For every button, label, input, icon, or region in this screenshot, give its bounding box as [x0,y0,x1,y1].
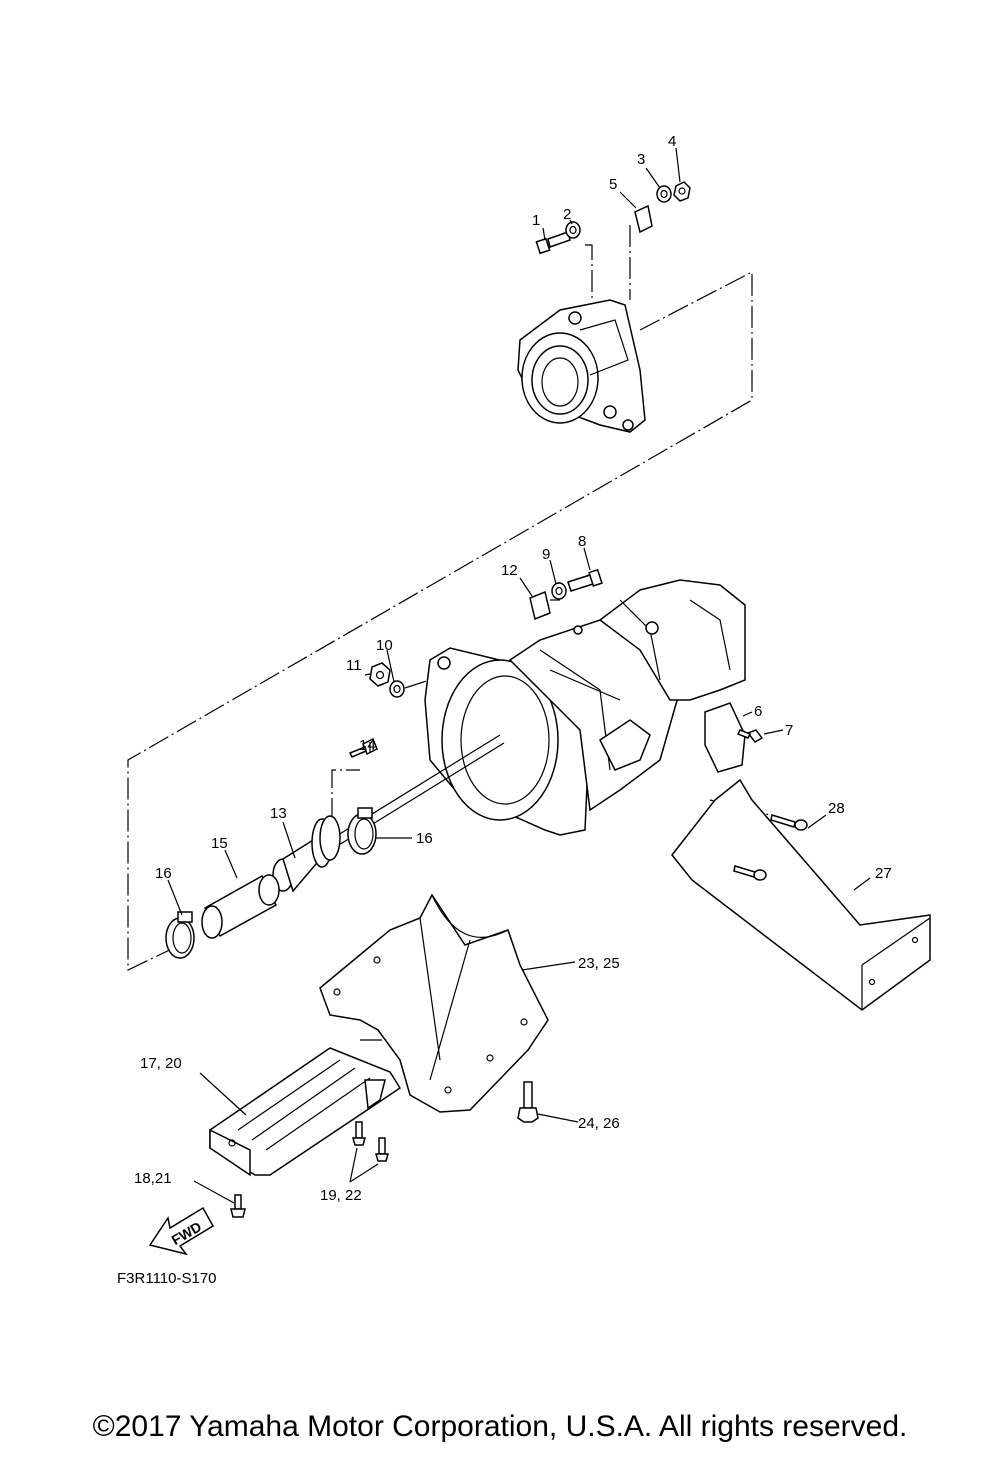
callout-13: 13 [270,805,287,822]
callout-17-20: 17, 20 [140,1055,182,1072]
bolt-8 [567,568,603,592]
leader-lines [167,147,871,1204]
callout-23-25: 23, 25 [578,955,620,972]
bellows-13 [272,815,341,893]
nozzle-housing [517,299,646,433]
washer-3 [656,185,672,203]
callout-7: 7 [785,722,793,739]
washer-9 [551,582,567,600]
callout-11: 11 [346,657,362,674]
callout-16-right: 16 [416,830,433,847]
callout-16-left: 16 [155,865,172,882]
callout-27: 27 [875,865,892,882]
screw-28-a [770,814,808,831]
callout-10: 10 [376,637,393,654]
screw-28-b [733,865,767,881]
callout-8: 8 [578,533,586,550]
screw-19-22-b [375,1137,389,1162]
callout-12: 12 [501,562,518,579]
hose-clamp-16-left [165,911,195,959]
callout-6: 6 [754,703,762,720]
spacer-6 [704,702,746,773]
bolt-7 [736,729,764,743]
plate-5 [634,204,653,234]
washer-2 [565,221,581,239]
callout-28: 28 [828,800,845,817]
screw-19-22-a [352,1121,366,1146]
screw-18-21 [230,1194,246,1218]
callout-14: 14 [359,737,376,754]
copyright-notice: ©2017 Yamaha Motor Corporation, U.S.A. A… [92,1410,908,1443]
intake-grate-23-25 [319,893,549,1113]
jet-pump-unit [329,579,746,849]
diagram-code: F3R1110-S170 [117,1270,217,1287]
callout-3: 3 [637,151,645,168]
callout-9: 9 [542,546,550,563]
nut-4 [673,181,691,202]
callout-15: 15 [211,835,228,852]
forward-arrow-icon: FWD [148,1206,215,1256]
callout-24-26: 24, 26 [578,1115,620,1132]
callout-5: 5 [609,176,617,193]
ride-plate-17-20 [209,1047,402,1177]
callout-19-22: 19, 22 [320,1187,362,1204]
nut-11 [369,662,391,687]
hose-clamp-16-right [347,807,377,855]
plate-12 [529,590,551,621]
hose-15 [201,874,280,939]
plate-27 [671,778,931,1011]
washer-10 [389,680,405,698]
callout-1: 1 [532,212,540,229]
callout-18-21: 18,21 [134,1170,172,1187]
callout-4: 4 [668,133,676,150]
callout-labels: 1 2 5 3 4 12 9 8 10 11 6 7 14 13 15 16 1… [134,133,892,1204]
callout-2: 2 [563,206,571,223]
bolt-24-26 [517,1081,539,1123]
bolt-1 [535,231,571,255]
